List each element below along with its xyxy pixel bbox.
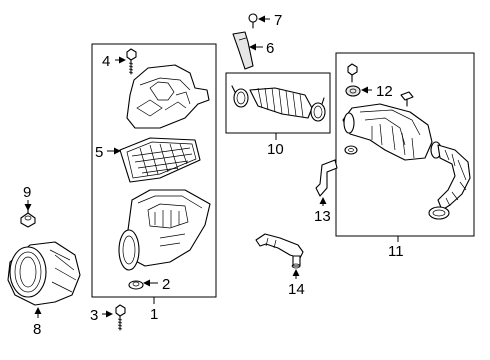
callout-8: 8 [33,321,41,338]
part-8-inlet-duct [7,241,81,306]
callout-14: 14 [288,281,305,298]
callout-6: 6 [266,40,274,57]
part-5-filter-element [119,137,201,183]
part-11-intake-duct [342,103,471,220]
callout-7: 7 [274,12,282,29]
group-box-10 [225,72,331,134]
part-2-grommet [128,280,144,290]
part-3-bolt [115,304,126,331]
callout-4: 4 [102,53,110,70]
callout-5: 5 [95,144,103,161]
air-cleaner-housing [118,189,211,271]
part-12-push-pin [400,91,414,107]
air-cleaner-cover [126,64,210,129]
part-6-bracket [232,31,254,70]
callout-11: 11 [388,243,404,260]
group-box-11 [335,52,475,237]
callout-12: 12 [376,83,393,100]
part-10-duct-hose [231,85,326,122]
part-14-vent-hose [255,233,304,269]
part-13-bracket [315,159,338,197]
callout-13: 13 [314,208,331,225]
part-4-bolt [126,48,137,75]
callout-3: 3 [90,307,98,324]
part-7-bolt [248,13,258,29]
callout-10: 10 [267,141,284,158]
callout-2: 2 [162,276,170,293]
callout-1: 1 [150,306,158,323]
part-12-bolt [345,63,361,97]
callout-9: 9 [23,184,31,201]
